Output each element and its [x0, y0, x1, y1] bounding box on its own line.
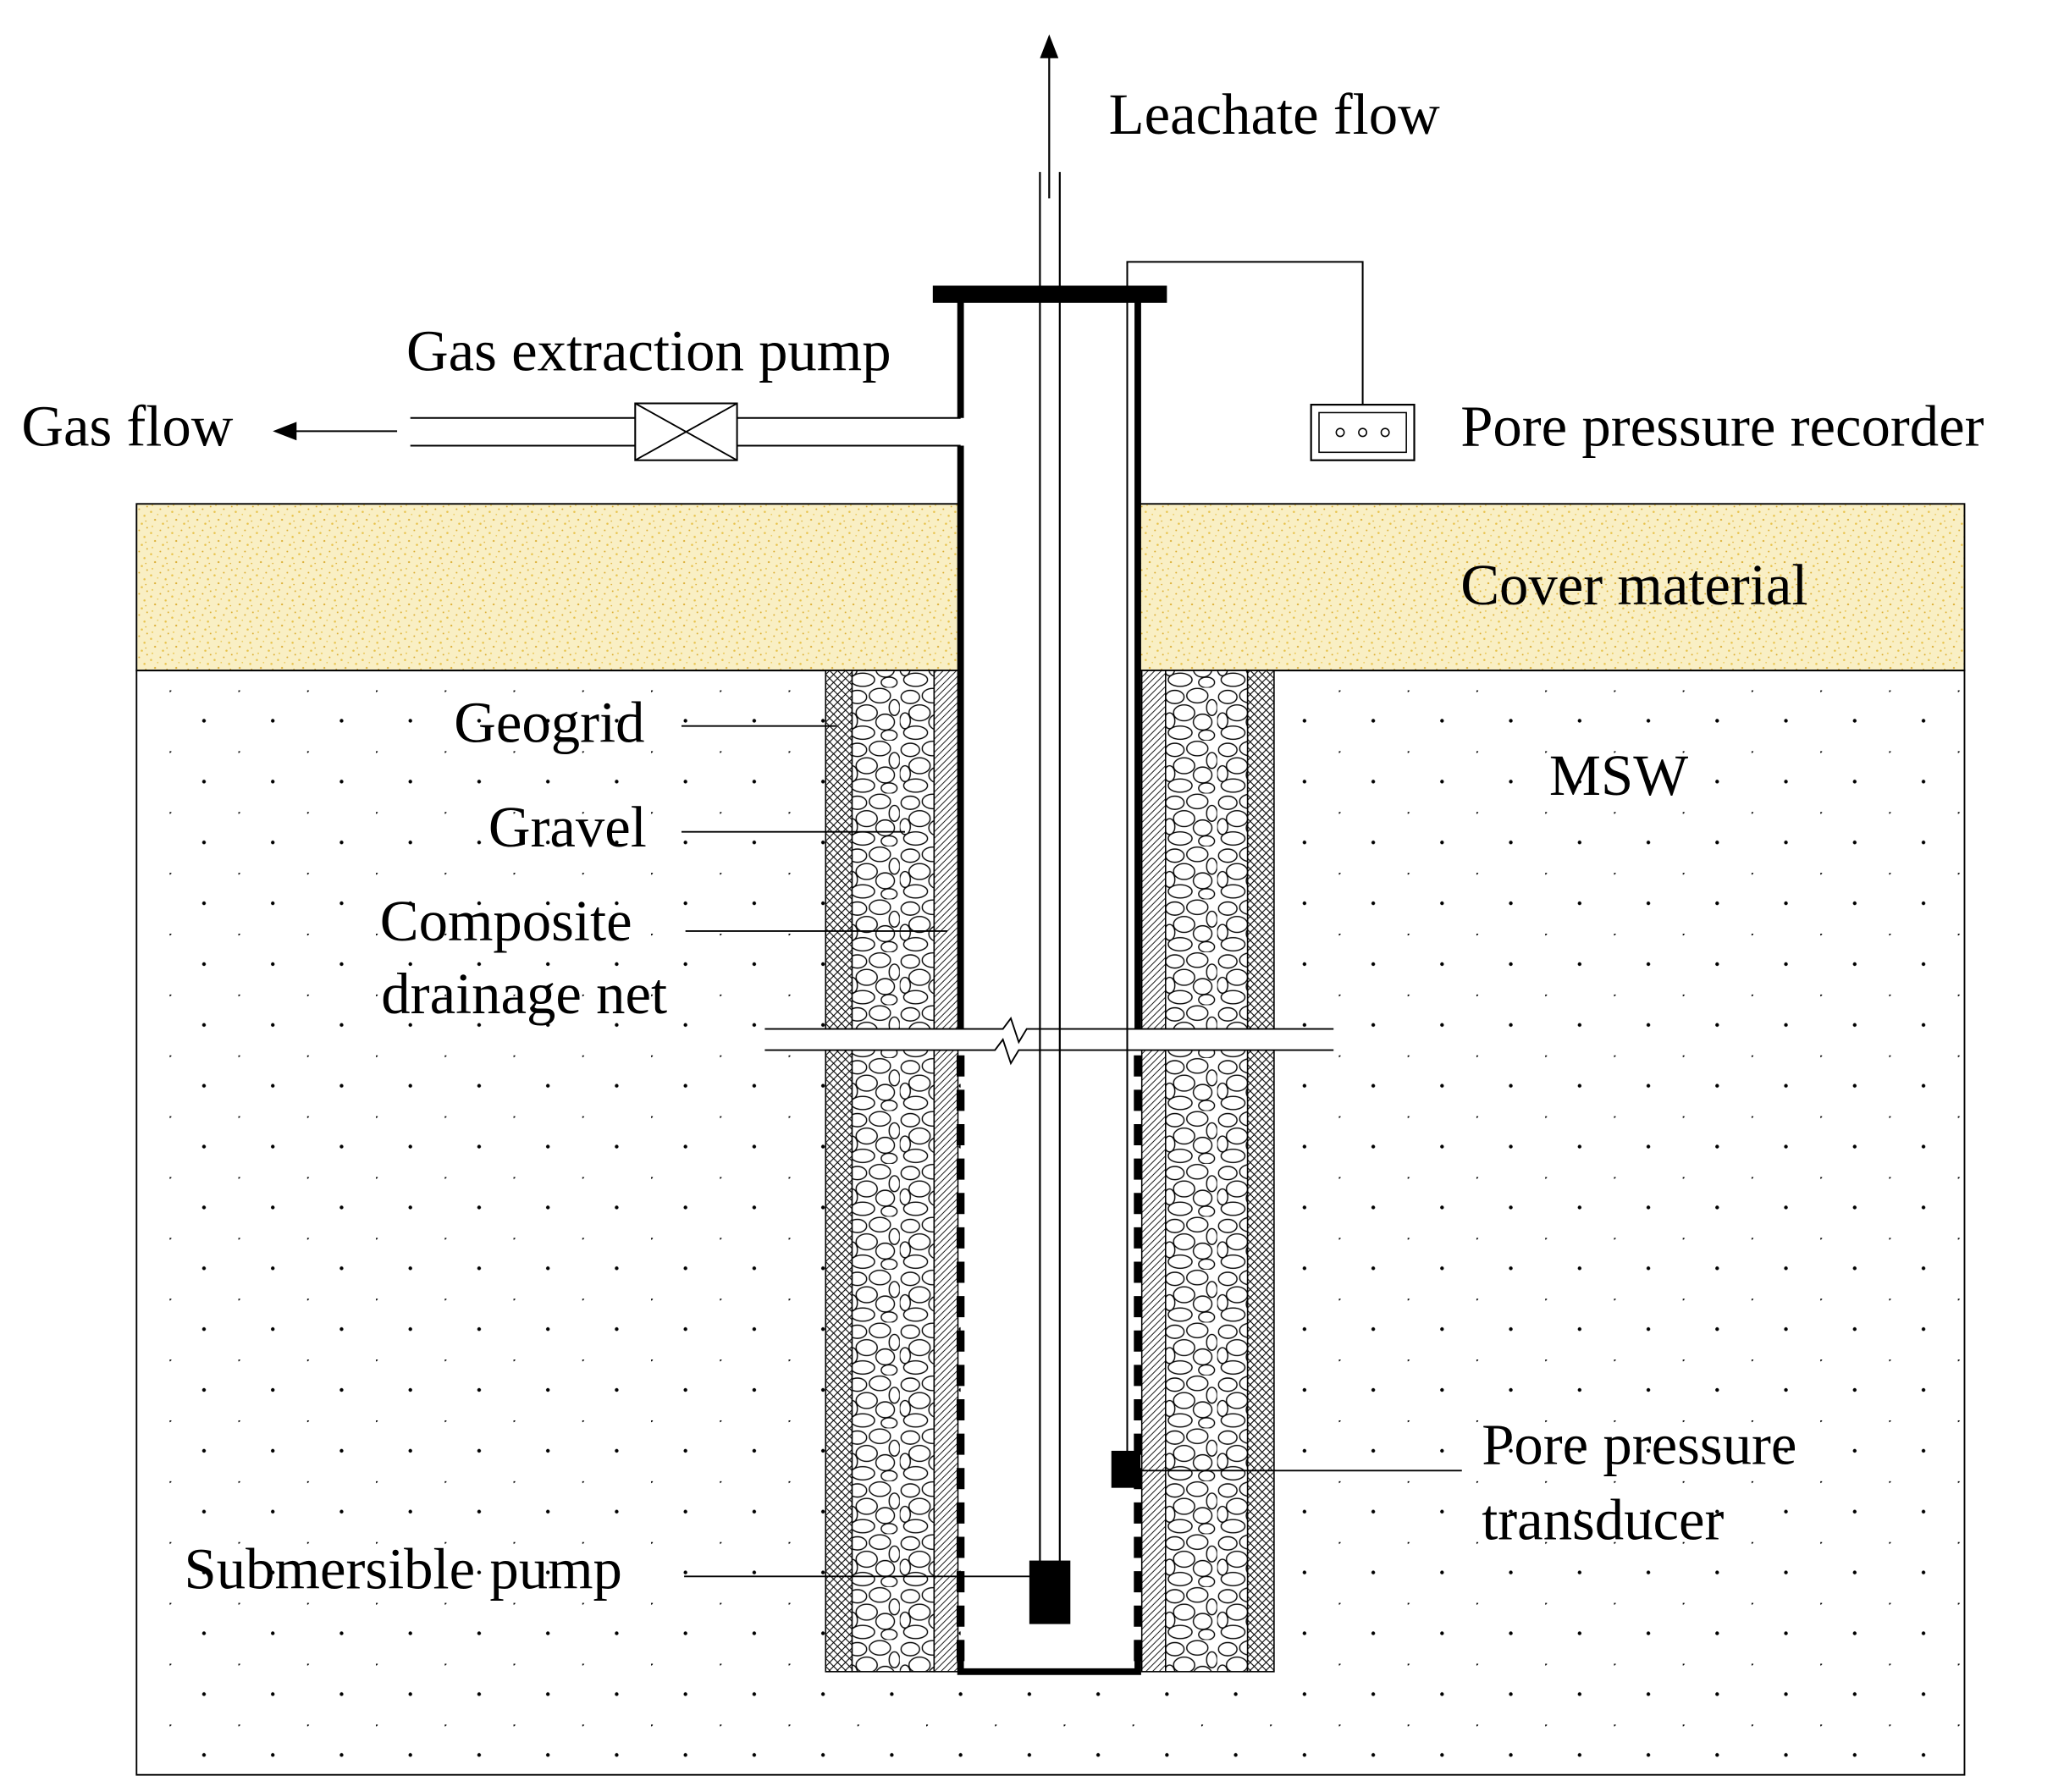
geogrid-right — [1246, 670, 1275, 1673]
pore-pressure-transducer-label-line1: Pore pressure — [1482, 1413, 1796, 1477]
leader-lines — [681, 725, 1462, 1578]
transducer-cable-top — [1126, 261, 1364, 405]
drainage-column-left — [825, 670, 959, 1673]
geogrid-label: Geogrid — [454, 690, 644, 754]
pore-pressure-transducer-label-line2: transducer — [1482, 1488, 1724, 1552]
geogrid-left — [825, 670, 853, 1673]
pore-pressure-recorder-label: Pore pressure recorder — [1460, 394, 1984, 459]
gravel-right — [1165, 670, 1249, 1673]
pore-pressure-recorder-icon — [1310, 403, 1416, 461]
drainage-column-right — [1140, 670, 1275, 1673]
drainage-net-right — [1140, 670, 1167, 1673]
leachate-pipe — [1039, 52, 1061, 1563]
gas-pump-valve-icon — [634, 402, 738, 461]
well-cap — [932, 285, 1167, 303]
gravel-left — [851, 670, 935, 1673]
submersible-pump — [1029, 1560, 1071, 1624]
composite-drainage-net-label-line2: drainage net — [381, 962, 667, 1026]
pore-pressure-transducer — [1111, 1450, 1141, 1488]
labels: Leachate flow Gas extraction pump Gas fl… — [21, 82, 1984, 1602]
leachate-arrow-icon — [1040, 34, 1059, 58]
leachate-flow-label: Leachate flow — [1109, 82, 1441, 146]
gas-pipe — [294, 416, 961, 447]
well-bottom — [957, 1640, 1141, 1675]
gravel-label: Gravel — [488, 795, 647, 859]
composite-drainage-net-label-line1: Composite — [380, 889, 632, 953]
well-interior — [960, 301, 1138, 1672]
gas-extraction-pump-label: Gas extraction pump — [406, 318, 891, 383]
well-casing — [957, 297, 1141, 1029]
drainage-net-left — [933, 670, 959, 1673]
gas-flow-arrow-icon — [273, 422, 297, 441]
cover-material-label: Cover material — [1460, 553, 1807, 617]
gas-flow-label: Gas flow — [21, 394, 233, 459]
break-band — [764, 1028, 1334, 1050]
msw-label: MSW — [1549, 743, 1688, 808]
submersible-pump-label: Submersible pump — [185, 1536, 622, 1601]
